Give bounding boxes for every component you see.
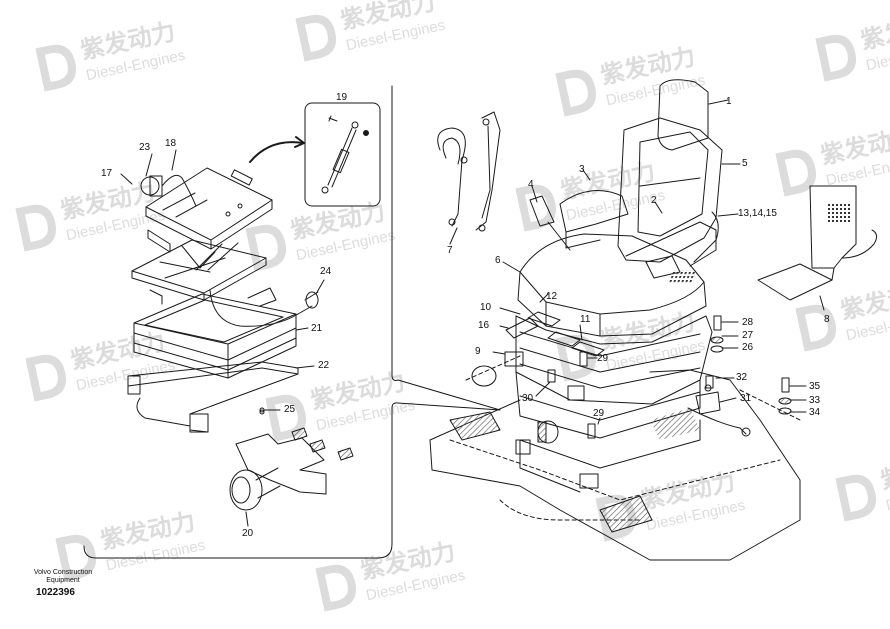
callout-23: 23 — [139, 142, 151, 153]
callout-29-lower: 29 — [593, 408, 605, 419]
callout-5: 5 — [742, 158, 748, 169]
svg-text:紫发动力: 紫发动力 — [858, 7, 890, 54]
manufacturer-credit: Volvo Construction Equipment — [18, 569, 108, 585]
svg-text:紫发动力: 紫发动力 — [838, 277, 890, 324]
seat-belt — [529, 195, 555, 227]
callout-9: 9 — [475, 346, 481, 357]
armrest-left — [559, 190, 629, 233]
watermark-layer: 紫发动力Diesel-Engines紫发动力Diesel-Engines紫发动力… — [15, 0, 890, 612]
gas-spring-inset-box — [304, 102, 381, 207]
adjustment-plate — [235, 433, 327, 495]
callout-33: 33 — [809, 395, 821, 406]
callout-32: 32 — [736, 372, 748, 383]
callout-1: 1 — [726, 96, 732, 107]
callout-29-upper: 29 — [597, 353, 609, 364]
callout-16: 16 — [478, 320, 490, 331]
callout-3: 3 — [579, 164, 585, 175]
drawing-number: 1022396 — [36, 587, 75, 598]
callout-12: 12 — [546, 291, 558, 302]
callout-13-14-15: 13,14,15 — [738, 208, 777, 219]
callout-8: 8 — [824, 314, 830, 325]
seat-backrest — [617, 117, 723, 263]
callout-25: 25 — [284, 404, 296, 415]
manufacturer-name-line2: Equipment — [46, 577, 80, 584]
callout-27: 27 — [742, 330, 754, 341]
callout-34: 34 — [809, 407, 821, 418]
callout-26: 26 — [742, 342, 754, 353]
callout-6: 6 — [495, 255, 501, 266]
callout-4: 4 — [528, 179, 534, 190]
callout-7: 7 — [447, 245, 453, 256]
seat-label-card — [757, 263, 833, 301]
callout-2: 2 — [651, 195, 657, 206]
callout-10: 10 — [480, 302, 492, 313]
callout-21: 21 — [311, 323, 323, 334]
mounting-strap — [437, 127, 466, 227]
callout-31: 31 — [740, 393, 752, 404]
seat-label-sheet — [809, 185, 857, 269]
manufacturer-name-line1: Volvo Construction — [33, 569, 93, 576]
callout-30: 30 — [522, 393, 534, 404]
callout-20: 20 — [242, 528, 254, 539]
callout-18: 18 — [165, 138, 177, 149]
mounting-bracket — [695, 391, 721, 415]
callout-22: 22 — [318, 360, 330, 371]
callout-11: 11 — [580, 314, 591, 325]
callout-28: 28 — [742, 317, 754, 328]
callout-35: 35 — [809, 381, 821, 392]
callout-19: 19 — [336, 92, 348, 103]
svg-text:紫发动力: 紫发动力 — [878, 447, 890, 494]
exploded-view-frame — [83, 85, 501, 559]
seat-headrest — [657, 79, 709, 151]
callout-17: 17 — [101, 168, 113, 179]
callout-24: 24 — [320, 266, 332, 277]
